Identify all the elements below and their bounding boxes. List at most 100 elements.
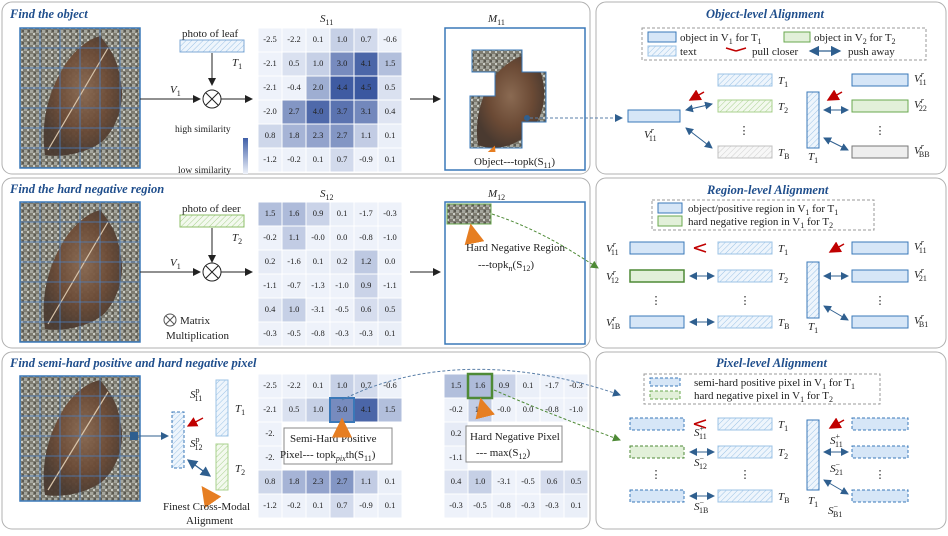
matrix-cell [563, 397, 589, 423]
matrix-cell-value: 0.7 [361, 34, 372, 44]
pix-l1-box [629, 417, 685, 431]
matrix-cell-value: -1.7 [359, 208, 372, 218]
matrix-cell-value: 1.8 [289, 130, 300, 140]
reg-r-v11-box [851, 241, 909, 255]
obj-v11r-box [627, 109, 681, 123]
obj-t1-column [806, 91, 820, 149]
reg-t1: T1 [778, 243, 788, 257]
matrix-cell [377, 469, 403, 495]
matrix-cell [305, 469, 331, 495]
reg-tb-box [717, 315, 773, 329]
matrix-cell-value: -1.2 [263, 500, 276, 510]
m12-caption-2: ---topkn(S12) [478, 259, 534, 273]
svg-text:Pixel--- topkpixth(S11): Pixel--- topkpixth(S11) [280, 449, 376, 463]
matrix-cell-value: -0.3 [545, 500, 558, 510]
row1-v1: V1 [170, 84, 181, 98]
svg-text:--- max(S12): --- max(S12) [476, 447, 530, 461]
matrix-cell-value: 0.6 [547, 476, 558, 486]
reg-t2-box [717, 269, 773, 283]
m12-caption-1: Hard Negative Region [466, 242, 565, 254]
obj-t1-box [717, 73, 773, 87]
matrix-cell [539, 397, 565, 423]
matrix-mult-legend: Matrix Multiplication [163, 313, 229, 342]
matrix-cell-value: -1.1 [449, 452, 462, 462]
matrix-cell-value: -0.3 [569, 380, 582, 390]
row2-text-box [179, 214, 245, 228]
matrix-cell [305, 273, 331, 299]
matrix-cell [257, 249, 283, 275]
matrix-cell-value: 4.1 [361, 404, 372, 414]
matrix-cell-value: 1.0 [313, 58, 324, 68]
pix-r-sb1: S−B1 [828, 502, 842, 519]
obj-legend: object in V1 for T1 object in V2 for T2 … [641, 27, 927, 61]
reg-legend: object/positive region in V1 for T1 hard… [651, 199, 875, 231]
matrix-cell-value: -2.1 [263, 404, 276, 414]
svg-text:hard negative region in V1 for: hard negative region in V1 for T2 [688, 216, 833, 230]
matrix-cell-value: -0.9 [359, 154, 372, 164]
matrix-cell-value: 1.1 [289, 232, 300, 242]
matrix-cell-value: -0.8 [497, 500, 510, 510]
pix-r-s21: S−21 [830, 460, 843, 477]
multiply-icon [202, 262, 222, 282]
matrix-cell [305, 201, 331, 227]
matrix-cell-value: 1.5 [451, 380, 462, 390]
matrix-cell-value: -1.7 [545, 380, 558, 390]
matrix-cell [353, 123, 379, 149]
row3-t2: T2 [235, 463, 245, 477]
matrix-cell [329, 147, 355, 173]
matrix-cell-value: -2.0 [263, 106, 276, 116]
matrix-cell-value: 0.1 [571, 500, 582, 510]
matrix-cell [305, 75, 331, 101]
matrix-cell [281, 99, 307, 125]
matrix-cell-value: 2.7 [337, 130, 348, 140]
matrix-cell-value: 1.6 [289, 208, 300, 218]
matrix-cell-value: 0.5 [289, 404, 300, 414]
matrix-cell-value: 0.1 [313, 380, 324, 390]
m12-title: M12 [487, 188, 505, 202]
matrix-cell-value: 0.0 [523, 404, 534, 414]
matrix-cell-value: 0.1 [313, 34, 324, 44]
matrix-cell-value: 0.0 [385, 256, 396, 266]
row2-title: Find the hard negative region [9, 182, 164, 196]
matrix-cell [467, 493, 493, 519]
matrix-cell [377, 273, 403, 299]
reg-t1-column [806, 261, 820, 319]
similarity-legend: high similarity low similarity [175, 125, 248, 176]
pix-r1-box [851, 417, 909, 431]
matrix-cell-value: -0.6 [383, 34, 396, 44]
matrix-cell-value: -0.7 [287, 280, 300, 290]
matrix-cell-value: 1.0 [289, 304, 300, 314]
matrix-cell [257, 51, 283, 77]
matrix-cell [377, 321, 403, 347]
matrix-cell [281, 201, 307, 227]
matrix-cell [329, 297, 355, 323]
matrix-cell-value: -1.1 [383, 280, 396, 290]
matrix-cell [257, 75, 283, 101]
svg-text:Multiplication: Multiplication [166, 330, 229, 342]
reg-v11-box [629, 241, 685, 255]
svg-text:Matrix: Matrix [180, 315, 210, 327]
obj-title: Object-level Alignment [706, 7, 824, 21]
matrix-cell-value: 0.8 [265, 476, 276, 486]
row3-t2-box [215, 443, 229, 491]
matrix-cell-value: 0.0 [337, 232, 348, 242]
pix-l2-box [629, 445, 685, 459]
matrix-cell-value: -0.2 [263, 232, 276, 242]
matrix-cell-value: 0.2 [337, 256, 348, 266]
matrix-cell [515, 469, 541, 495]
row3-title: Find semi-hard positive and hard negativ… [9, 356, 257, 370]
matrix-cell [353, 249, 379, 275]
svg-text:Hard Negative Pixel: Hard Negative Pixel [470, 431, 560, 443]
matrix-cell [443, 373, 469, 399]
matrix-cell [515, 493, 541, 519]
matrix-cell [563, 445, 589, 471]
reg-t2: T2 [778, 271, 788, 285]
matrix-cell-value: 0.1 [523, 380, 534, 390]
matrix-cell [257, 321, 283, 347]
matrix-cell [377, 249, 403, 275]
matrix-cell-value: 0.1 [337, 208, 348, 218]
matrix-cell [281, 75, 307, 101]
matrix-cell [539, 493, 565, 519]
